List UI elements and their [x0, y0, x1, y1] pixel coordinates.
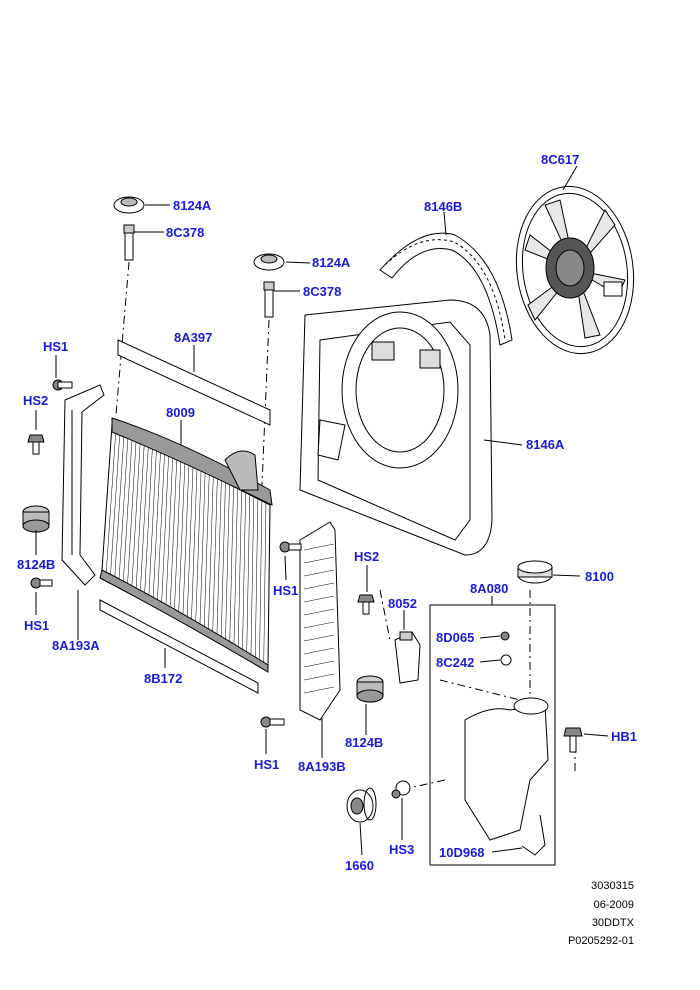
insulator-left	[113, 196, 145, 214]
label-hs1-bottom: HS1	[254, 757, 279, 772]
pin-left	[123, 224, 135, 261]
label-hs1-bottom-left: HS1	[24, 618, 49, 633]
left-bracket	[61, 384, 105, 586]
insulator-right	[253, 253, 285, 271]
label-clip: 8D065	[436, 630, 474, 645]
upper-fan-shroud	[379, 232, 513, 346]
label-level-sensor: 10D968	[439, 845, 485, 860]
label-bracket-left: 8A193A	[52, 638, 100, 653]
label-pin-right: 8C378	[303, 284, 341, 299]
hs1-bottom-left-bolt	[30, 577, 53, 589]
hb1-bolt	[563, 727, 583, 753]
label-pulley: 1660	[345, 858, 374, 873]
label-insulator-left: 8124A	[173, 198, 212, 213]
label-oring: 8C242	[436, 655, 474, 670]
reference-date: 06-2009	[593, 899, 634, 911]
label-fan: 8C617	[541, 152, 579, 167]
label-hs2-left: HS2	[23, 393, 48, 408]
fan-shroud	[299, 299, 493, 556]
label-seal-bottom: 8B172	[144, 671, 182, 686]
hs1-bracket-bolt	[279, 541, 302, 553]
reference-code: 30DDTX	[591, 917, 634, 929]
cap	[517, 560, 553, 584]
pin-right	[263, 281, 275, 318]
mount-right	[356, 675, 384, 703]
pulley	[346, 787, 377, 823]
label-hs1-bracket: HS1	[273, 583, 298, 598]
hs1-top-left-bolt	[52, 379, 73, 391]
hs2-right-bolt	[357, 594, 375, 615]
label-bracket-right: 8A193B	[298, 759, 346, 774]
label-hs2-right: HS2	[354, 549, 379, 564]
label-insulator-right: 8124A	[312, 255, 351, 270]
label-mount-right: 8124B	[345, 735, 383, 750]
label-radiator: 8009	[166, 405, 195, 420]
mount-left	[22, 505, 50, 533]
callout-labels: 8C617 8146B 8146A 8124A 8C378 8124A 8C37…	[17, 152, 637, 873]
fan-assembly	[515, 185, 635, 355]
label-fan-shroud: 8146A	[526, 437, 565, 452]
right-bracket	[299, 521, 341, 721]
radiator	[99, 417, 273, 673]
sensor-8052	[394, 631, 421, 684]
reference-number: 3030315	[591, 880, 634, 892]
tank-group	[429, 604, 556, 866]
label-sensor-8052: 8052	[388, 596, 417, 611]
hs2-left-bolt	[27, 434, 45, 455]
label-tank-group: 8A080	[470, 581, 508, 596]
leader-lines	[35, 165, 609, 856]
label-bolt-hb1: HB1	[611, 729, 637, 744]
label-hs1-top-left: HS1	[43, 339, 68, 354]
bottom-seal	[99, 599, 259, 694]
label-seal-top: 8A397	[174, 330, 212, 345]
label-mount-left: 8124B	[17, 557, 55, 572]
label-pin-left: 8C378	[166, 225, 204, 240]
label-cap: 8100	[585, 569, 614, 584]
top-seal	[117, 339, 271, 426]
hs3-bolt	[391, 780, 411, 799]
label-hs3: HS3	[389, 842, 414, 857]
label-fan-shroud-upper: 8146B	[424, 199, 462, 214]
reference-id: P0205292-01	[567, 935, 634, 947]
hs1-bottom-bolt	[260, 716, 285, 728]
